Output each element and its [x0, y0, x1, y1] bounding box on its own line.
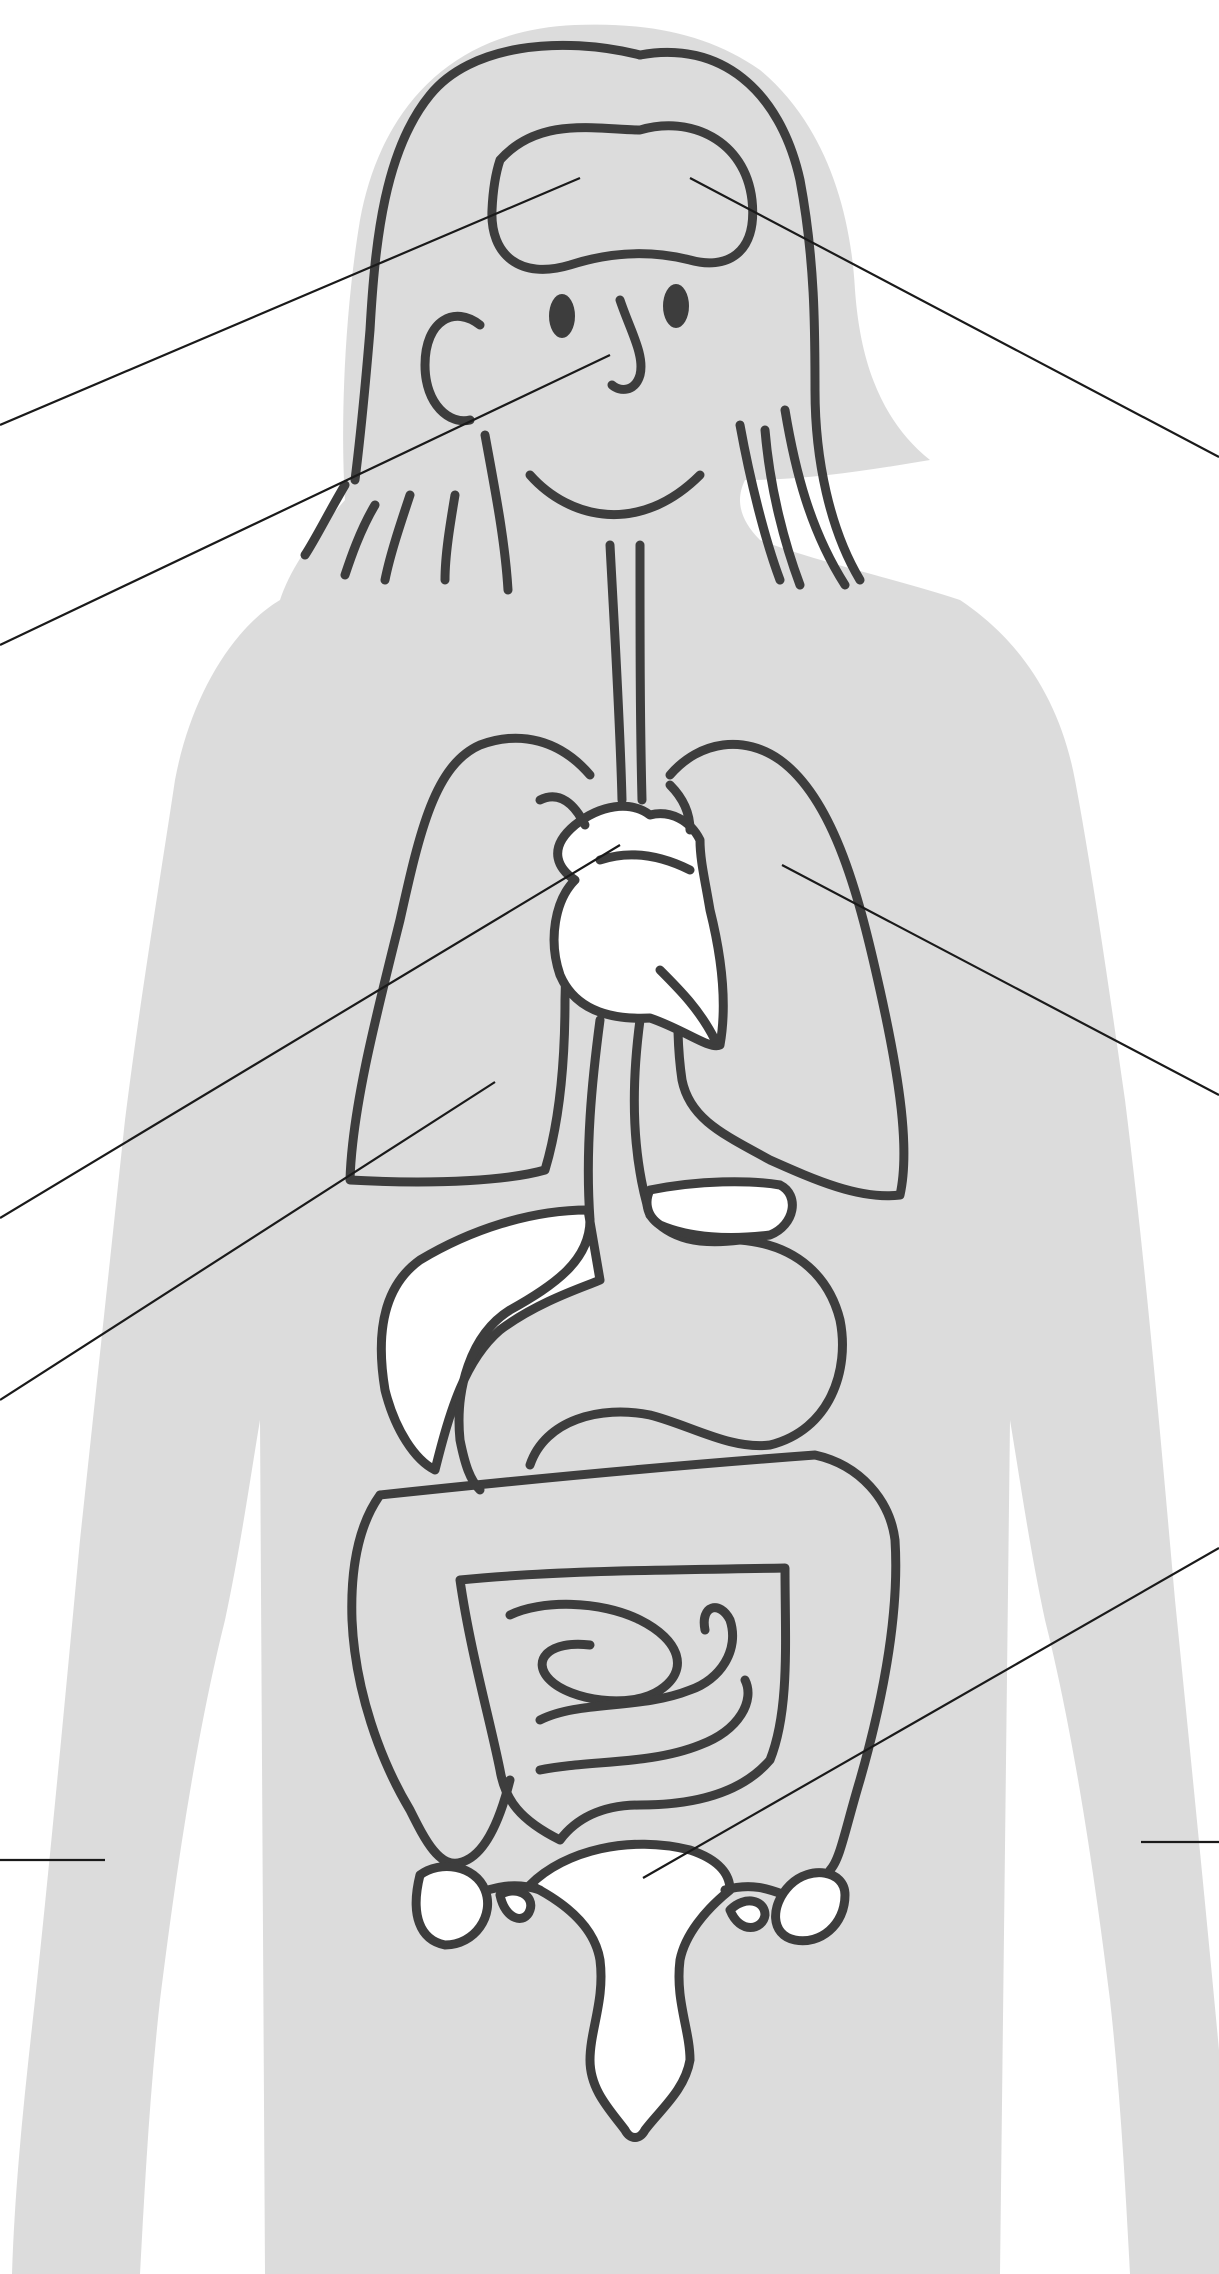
left-ovary-icon [416, 1867, 487, 1945]
left-eye-icon [549, 294, 575, 338]
right-ovary-small-icon [730, 1901, 765, 1928]
right-eye-icon [663, 284, 689, 328]
pancreas-icon [647, 1182, 792, 1238]
trachea-right-wall [640, 545, 642, 800]
left-ovary-small-icon [500, 1891, 531, 1918]
right-ovary-icon [776, 1873, 845, 1941]
